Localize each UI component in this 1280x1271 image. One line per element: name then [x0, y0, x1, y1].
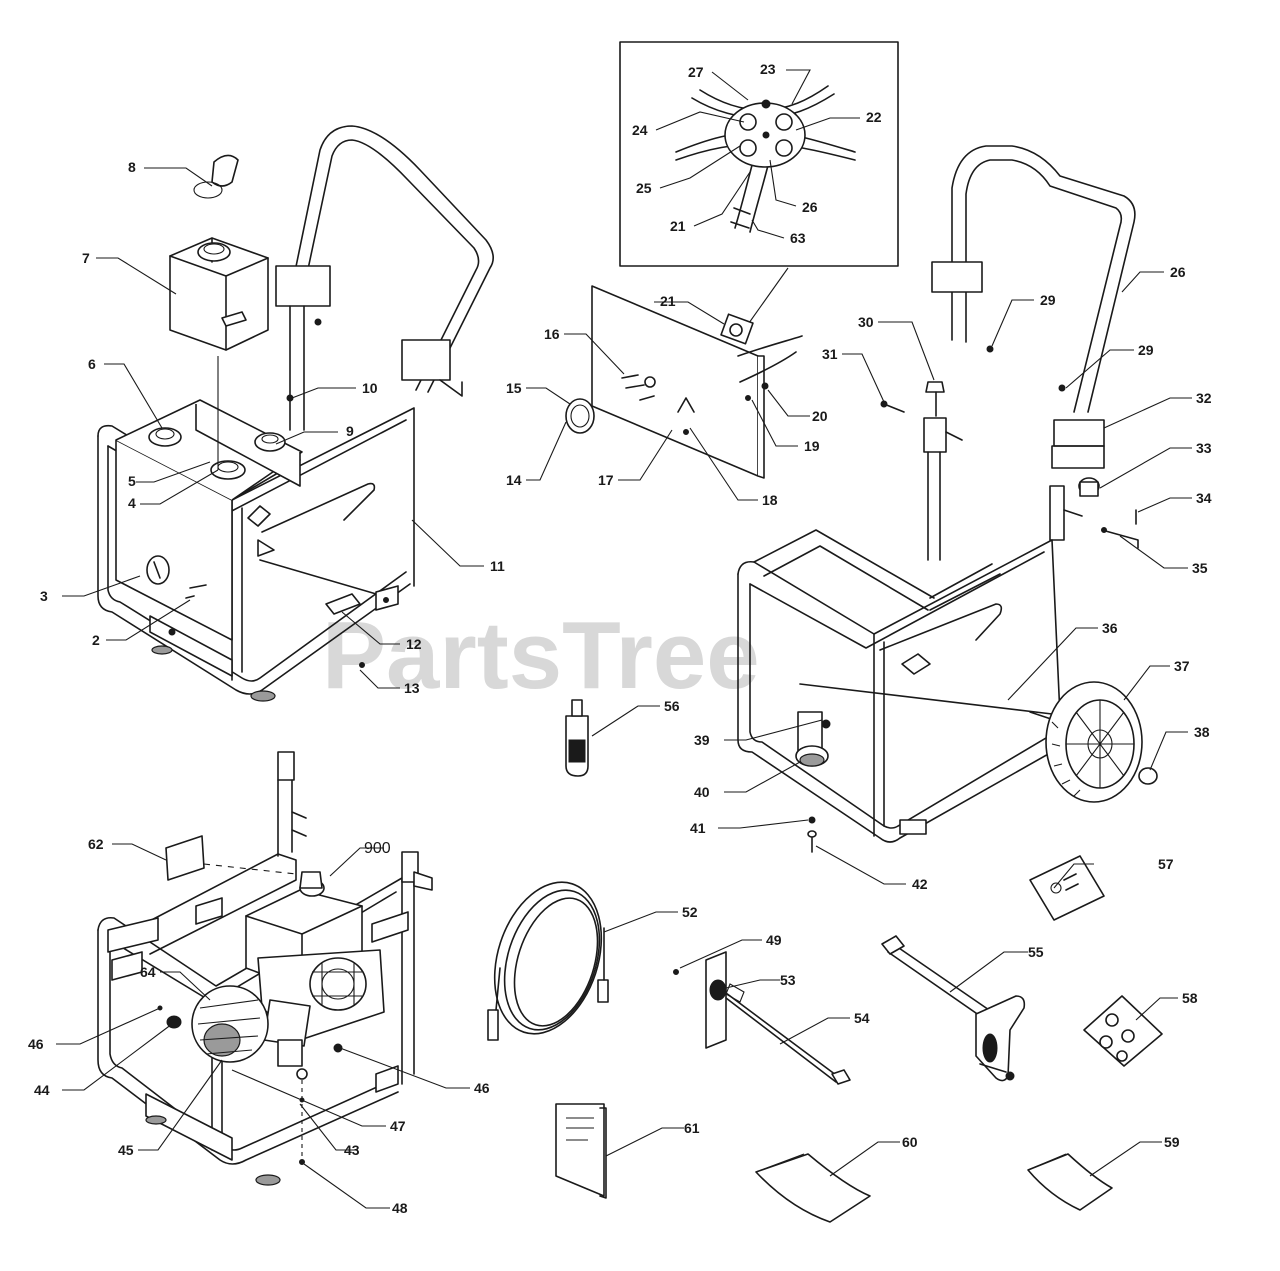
callout-37: 37 — [1174, 658, 1190, 674]
callout-43: 43 — [344, 1142, 360, 1158]
callout-6: 6 — [88, 356, 96, 372]
callout-56: 56 — [664, 698, 680, 714]
callout-54: 54 — [854, 1010, 870, 1026]
callout-57: 57 — [1158, 856, 1174, 872]
leader-lines — [56, 69, 1192, 1209]
callout-63: 63 — [790, 230, 806, 246]
callout-44: 44 — [34, 1082, 50, 1098]
callout-5: 5 — [128, 473, 136, 489]
callout-18: 18 — [762, 492, 778, 508]
callout-19: 19 — [804, 438, 820, 454]
callout-30: 30 — [858, 314, 874, 330]
callout-48: 48 — [392, 1200, 408, 1216]
callout-labels: 27 23 24 22 25 26 21 63 8 7 6 10 9 5 4 3… — [28, 61, 1212, 1216]
callout-22: 22 — [866, 109, 882, 125]
callout-8: 8 — [128, 159, 136, 175]
callout-3: 3 — [40, 588, 48, 604]
callout-31: 31 — [822, 346, 838, 362]
right-frame-assembly — [737, 145, 1158, 853]
left-assembled-unit — [97, 125, 494, 702]
callout-9: 9 — [346, 423, 354, 439]
callout-39: 39 — [694, 732, 710, 748]
callout-20: 20 — [812, 408, 828, 424]
callout-7: 7 — [82, 250, 90, 266]
callout-35: 35 — [1192, 560, 1208, 576]
callout-40: 40 — [694, 784, 710, 800]
callout-24: 24 — [632, 122, 648, 138]
callout-27: 27 — [688, 64, 704, 80]
owners-manual — [555, 1103, 607, 1199]
callout-58: 58 — [1182, 990, 1198, 1006]
callout-2: 2 — [92, 632, 100, 648]
parts-bag-60 — [755, 1153, 871, 1223]
callout-46-right: 46 — [474, 1080, 490, 1096]
callout-26: 26 — [1170, 264, 1186, 280]
callout-11: 11 — [490, 558, 505, 574]
callout-15: 15 — [506, 380, 522, 396]
callout-32: 32 — [1196, 390, 1212, 406]
callout-49: 49 — [766, 932, 782, 948]
callout-23: 23 — [760, 61, 776, 77]
callout-52: 52 — [682, 904, 698, 920]
pressure-hose — [487, 881, 609, 1041]
decal-57 — [1029, 855, 1105, 921]
spray-lance — [673, 951, 851, 1085]
callout-33: 33 — [1196, 440, 1212, 456]
callout-61: 61 — [684, 1120, 700, 1136]
callout-53: 53 — [780, 972, 796, 988]
callout-42: 42 — [912, 876, 928, 892]
callout-4: 4 — [128, 495, 136, 511]
callout-900: 900 — [364, 840, 391, 857]
callout-60: 60 — [902, 1134, 918, 1150]
callout-12: 12 — [406, 636, 422, 652]
parts-bag-59 — [1027, 1153, 1113, 1211]
callout-38: 38 — [1194, 724, 1210, 740]
callout-17: 17 — [598, 472, 614, 488]
callout-25: 25 — [636, 180, 652, 196]
callout-26-inset: 26 — [802, 199, 818, 215]
callout-21-inset: 21 — [670, 218, 686, 234]
callout-14: 14 — [506, 472, 522, 488]
oil-bottle — [565, 699, 589, 777]
callout-10: 10 — [362, 380, 378, 396]
callout-47: 47 — [390, 1118, 406, 1134]
watermark: PartsTree — [322, 602, 760, 709]
callout-59: 59 — [1164, 1134, 1180, 1150]
callout-46-left: 46 — [28, 1036, 44, 1052]
engine-assembly — [97, 751, 433, 1186]
callout-29-lower: 29 — [1138, 342, 1154, 358]
spray-gun — [881, 935, 1026, 1082]
callout-21: 21 — [660, 293, 676, 309]
control-panel-assembly — [565, 285, 803, 479]
callout-16: 16 — [544, 326, 560, 342]
callout-13: 13 — [404, 680, 420, 696]
callout-55: 55 — [1028, 944, 1044, 960]
callout-62: 62 — [88, 836, 104, 852]
callout-64: 64 — [140, 964, 156, 980]
callout-29-upper: 29 — [1040, 292, 1056, 308]
callout-45: 45 — [118, 1142, 134, 1158]
callout-36: 36 — [1102, 620, 1118, 636]
pump-detail-inset — [619, 41, 899, 267]
nozzle-kit — [1083, 995, 1163, 1067]
callout-41: 41 — [690, 820, 706, 836]
callout-34: 34 — [1196, 490, 1212, 506]
fuel-tank — [169, 154, 269, 351]
